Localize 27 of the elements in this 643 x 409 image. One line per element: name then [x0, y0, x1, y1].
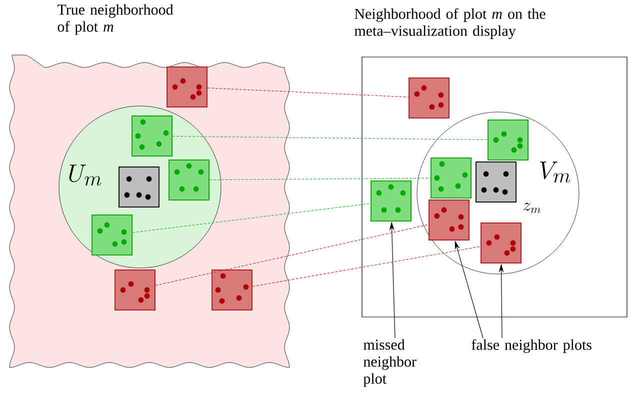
connector-line	[252, 246, 481, 287]
plot-thumbnail	[166, 66, 208, 108]
plot-thumbnail	[428, 200, 470, 240]
plot-thumbnail	[370, 180, 412, 222]
callout-text: false neighbor plots	[472, 339, 592, 353]
connector-line	[172, 136, 488, 140]
region-heading: True neighborhood of plot m	[57, 4, 174, 35]
plot-thumbnail	[114, 270, 156, 310]
connector-line	[207, 88, 409, 98]
plot-thumbnail	[430, 158, 472, 198]
plot-thumbnail	[408, 78, 450, 118]
plot-thumbnail	[480, 222, 522, 264]
plot-thumbnail	[168, 160, 210, 200]
plot-thumbnail	[476, 162, 516, 202]
connector-line	[132, 203, 371, 233]
plot-thumbnail	[212, 270, 252, 310]
circle-label: $V_m$	[540, 162, 570, 183]
plot-label: $z_m$	[523, 202, 540, 214]
plot-thumbnail	[132, 116, 172, 156]
display-heading: Neighborhood of plot m on the meta–visualization display	[354, 8, 546, 39]
connector-line	[155, 224, 429, 286]
plot-thumbnail	[488, 120, 528, 160]
plot-thumbnail	[92, 214, 132, 256]
connector-line	[209, 178, 431, 180]
circle-label: $U_m$	[69, 164, 102, 186]
plot-thumbnail	[118, 166, 160, 208]
callout-text: missed neighbor plot	[363, 339, 416, 387]
